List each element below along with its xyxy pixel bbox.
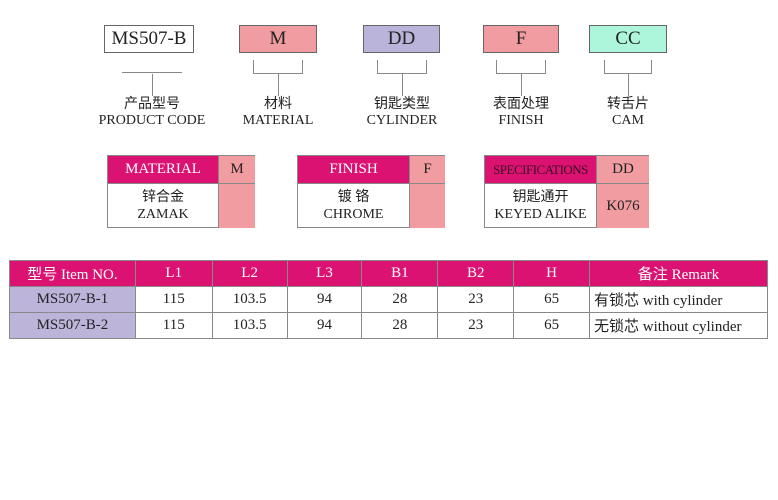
option-value — [219, 184, 255, 228]
option-value: K076 — [597, 184, 649, 228]
connector-stem — [628, 74, 629, 96]
cell: 28 — [361, 312, 439, 339]
cell-remark: 有锁芯 with cylinder — [589, 286, 768, 313]
cell: 23 — [437, 312, 515, 339]
option-header: MATERIAL — [108, 156, 219, 184]
cell-remark: 无锁芯 without cylinder — [589, 312, 768, 339]
header-h: H — [513, 260, 590, 287]
cell: 115 — [134, 286, 213, 313]
cell: 94 — [286, 312, 363, 339]
connector-stem — [278, 74, 279, 96]
cell: 65 — [513, 286, 590, 313]
table-row: MS507-B-1 115 103.5 94 28 23 65 有锁芯 with… — [9, 286, 768, 313]
finish-code-box: F — [483, 25, 559, 53]
header-b2: B2 — [437, 260, 515, 287]
option-header: FINISH — [298, 156, 410, 184]
header-l3: L3 — [286, 260, 363, 287]
bracket — [496, 60, 546, 74]
cell: 65 — [513, 312, 590, 339]
cylinder-code-box: DD — [363, 25, 440, 53]
connector-line — [122, 72, 182, 73]
cell: 103.5 — [211, 312, 288, 339]
connector-stem — [152, 74, 153, 96]
connector-stem — [521, 74, 522, 96]
cell: 28 — [361, 286, 439, 313]
material-code-box: M — [239, 25, 317, 53]
cell: 23 — [437, 286, 515, 313]
cell: 103.5 — [211, 286, 288, 313]
cell: 115 — [134, 312, 213, 339]
header-item-no: 型号 Item NO. — [9, 260, 136, 287]
connector-stem — [402, 74, 403, 96]
bracket — [604, 60, 652, 74]
option-header: SPECIFICATIONS — [485, 156, 597, 184]
cell: 94 — [286, 286, 363, 313]
option-value — [410, 184, 445, 228]
cell-item-no: MS507-B-2 — [9, 312, 136, 339]
option-code: DD — [597, 156, 649, 184]
option-code: F — [410, 156, 445, 184]
header-l2: L2 — [211, 260, 288, 287]
dimensions-table: 型号 Item NO. L1 L2 L3 B1 B2 H 备注 Remark M… — [9, 260, 768, 339]
table-header-row: 型号 Item NO. L1 L2 L3 B1 B2 H 备注 Remark — [9, 260, 768, 287]
product-code-box: MS507-B — [104, 25, 194, 53]
cell-item-no: MS507-B-1 — [9, 286, 136, 313]
header-remark: 备注 Remark — [589, 260, 768, 287]
header-b1: B1 — [361, 260, 439, 287]
option-code: M — [219, 156, 255, 184]
bracket — [253, 60, 303, 74]
table-row: MS507-B-2 115 103.5 94 28 23 65 无锁芯 with… — [9, 312, 768, 339]
header-l1: L1 — [134, 260, 213, 287]
bracket — [377, 60, 427, 74]
cam-code-box: CC — [589, 25, 667, 53]
